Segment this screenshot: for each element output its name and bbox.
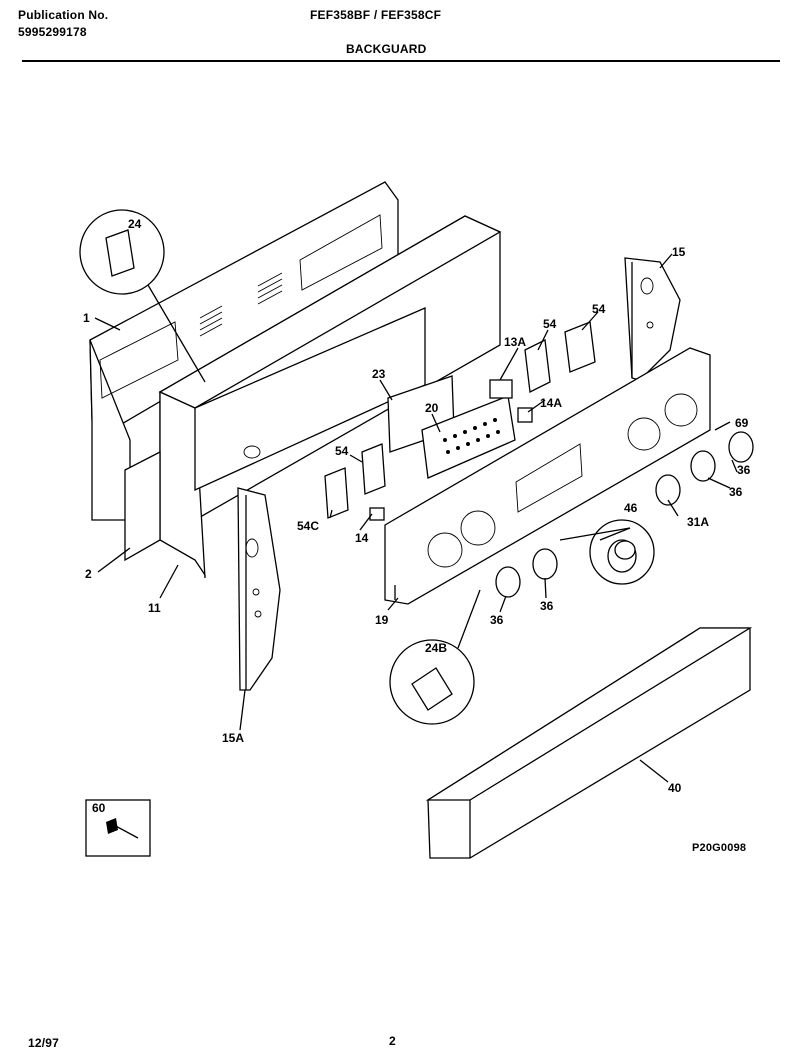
publication-label: Publication No.: [18, 8, 109, 22]
footer-date: 12/97: [28, 1036, 60, 1050]
label-36-right: 36: [729, 485, 743, 499]
callout-screw-60: [85, 799, 151, 857]
label-46: 46: [624, 501, 638, 515]
control-panel: [384, 347, 711, 605]
callout-switch-24: [79, 209, 206, 383]
switches: [324, 321, 596, 521]
label-23: 23: [372, 367, 386, 381]
knobs: [495, 431, 754, 598]
label-24: 24: [128, 217, 142, 231]
label-31a: 31A: [687, 515, 709, 529]
label-13a: 13A: [504, 335, 526, 349]
trim-cap: [425, 627, 753, 859]
rear-back-panel: [89, 181, 399, 521]
label-15: 15: [672, 245, 686, 259]
label-20: 20: [425, 401, 439, 415]
label-40: 40: [668, 781, 682, 795]
label-60: 60: [92, 801, 106, 815]
label-11: 11: [148, 601, 161, 615]
label-1: 1: [83, 311, 90, 325]
left-end-bracket: [237, 487, 281, 691]
label-54-right: 54: [592, 302, 606, 316]
label-14a: 14A: [540, 396, 562, 410]
header-rule: [22, 60, 780, 62]
part-labels: 24 1 2 11 15A 23 20 54 54C 14 19 13A 54 …: [83, 217, 751, 815]
drawing-code: P20G0098: [692, 842, 747, 854]
label-36-mid: 36: [540, 599, 554, 613]
label-54-left: 54: [335, 444, 349, 458]
label-15a: 15A: [222, 731, 244, 745]
label-2: 2: [85, 567, 92, 581]
label-54c: 54C: [297, 519, 319, 533]
right-end-bracket: [624, 257, 681, 381]
page-number: 2: [389, 1034, 396, 1048]
label-24b: 24B: [425, 641, 447, 655]
label-19: 19: [375, 613, 389, 627]
callout-switch-24b: [389, 589, 481, 725]
label-36-far-right: 36: [737, 463, 751, 477]
leader-lines: [94, 253, 738, 783]
backguard-shell: [124, 215, 502, 579]
clock-assembly: [387, 375, 516, 479]
label-54-mid: 54: [543, 317, 557, 331]
label-14: 14: [355, 531, 369, 545]
model-numbers: FEF358BF / FEF358CF: [310, 8, 442, 22]
label-36-left: 36: [490, 613, 504, 627]
section-title: BACKGUARD: [346, 42, 427, 56]
publication-number: 5995299178: [18, 25, 87, 39]
label-69: 69: [735, 416, 749, 430]
